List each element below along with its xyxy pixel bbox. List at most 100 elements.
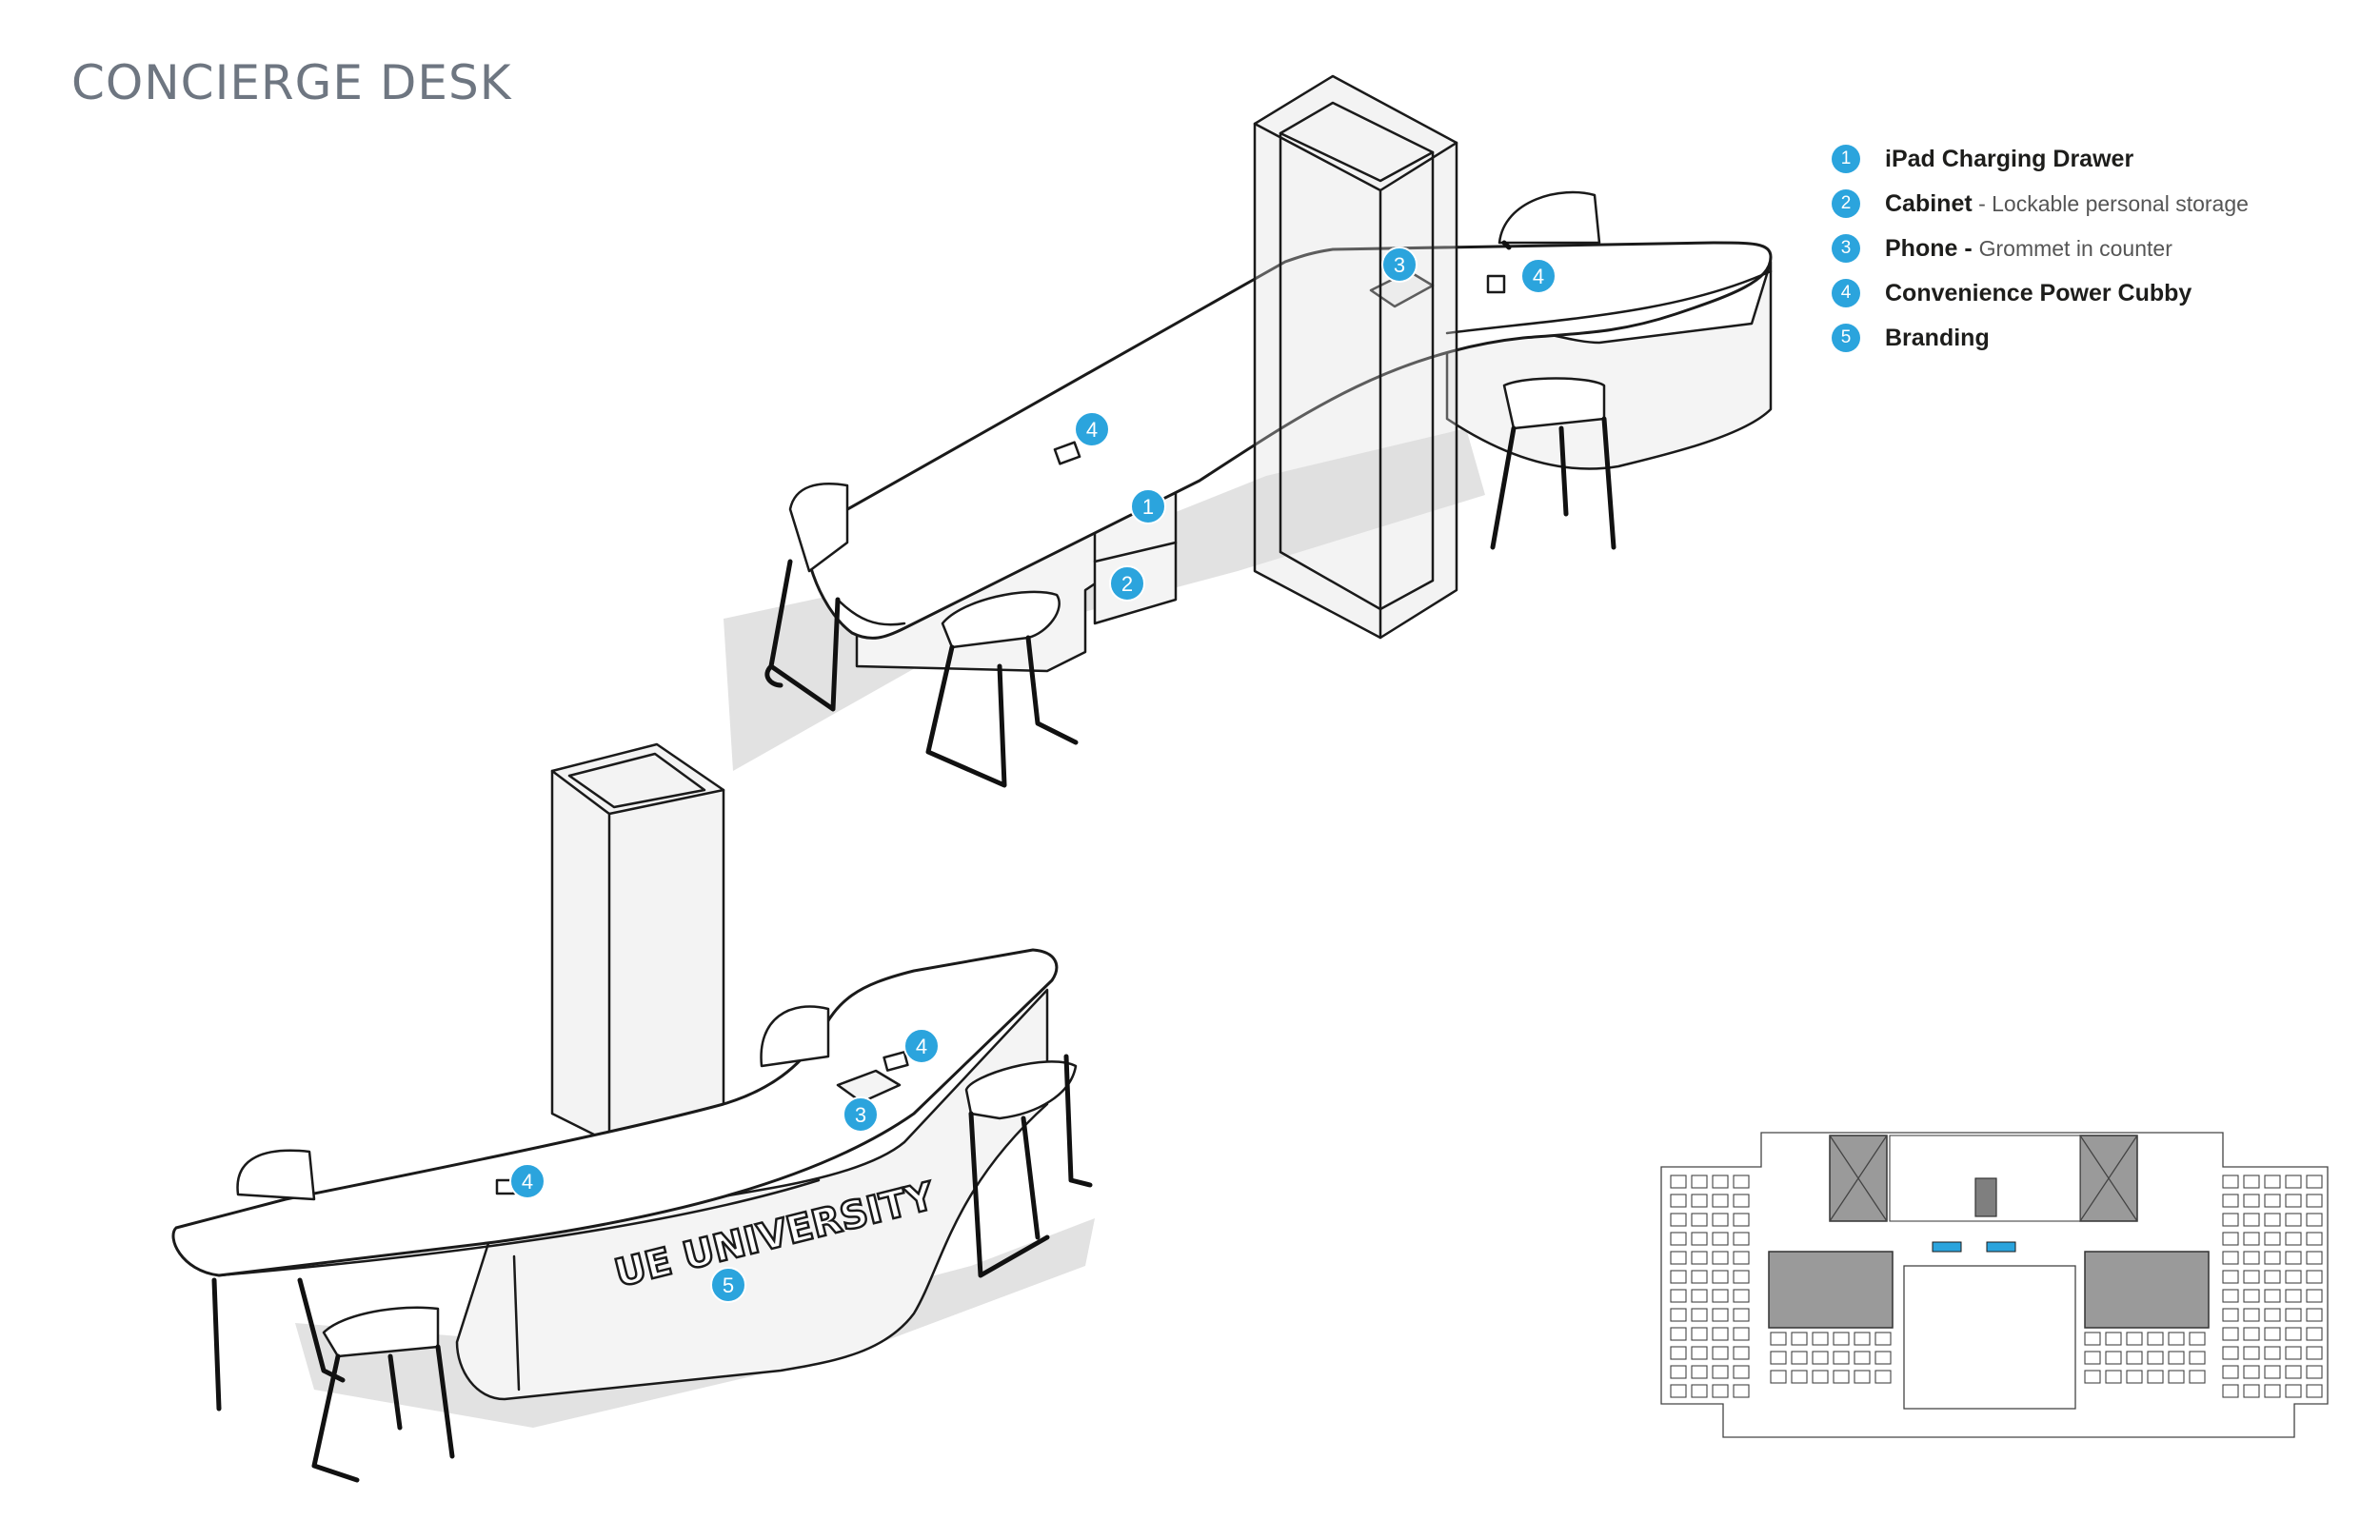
floor-plan-workstation <box>2222 1289 2239 1303</box>
svg-text:4: 4 <box>916 1035 927 1058</box>
legend-number-badge: 5 <box>1832 324 1860 352</box>
callout-upper-3: 3 <box>1381 247 1418 283</box>
svg-text:3: 3 <box>855 1103 866 1127</box>
legend-description: - Lockable personal storage <box>1972 191 2249 216</box>
floor-plan-workstation <box>1791 1351 1808 1365</box>
floor-plan-workstation <box>2243 1384 2260 1398</box>
floor-plan-workstation <box>1691 1213 1708 1227</box>
floor-plan-workstation <box>1691 1194 1708 1208</box>
floor-plan-workstation <box>1833 1370 1850 1384</box>
floor-plan-workstation <box>1712 1384 1729 1398</box>
floor-plan-workstation <box>1833 1332 1850 1346</box>
floor-plan-workstation <box>1733 1270 1750 1284</box>
callout-lower-4a: 4 <box>903 1028 940 1064</box>
floor-plan-workstation <box>2168 1370 2185 1384</box>
floor-plan-workstation <box>2285 1384 2302 1398</box>
legend-number-badge: 4 <box>1832 279 1860 307</box>
floor-plan-workstation <box>1670 1289 1687 1303</box>
floor-plan-workstation <box>1712 1308 1729 1322</box>
floor-plan-workstation <box>2189 1370 2206 1384</box>
floor-plan-workstation <box>1770 1370 1787 1384</box>
floor-plan-workstation <box>2243 1308 2260 1322</box>
floor-plan-workstation <box>2285 1251 2302 1265</box>
svg-text:2: 2 <box>1121 572 1133 596</box>
floor-plan-workstation <box>1691 1289 1708 1303</box>
floor-plan-workstation <box>2222 1251 2239 1265</box>
floor-plan-workstation <box>2222 1175 2239 1189</box>
floor-plan-workstation <box>2264 1213 2281 1227</box>
legend-label: Convenience Power Cubby <box>1885 280 2192 306</box>
floor-plan-workstation <box>2222 1270 2239 1284</box>
floor-plan-workstation <box>2147 1351 2164 1365</box>
floor-plan-workstation <box>2285 1365 2302 1379</box>
upper-chair-left <box>764 483 849 712</box>
floor-plan-workstation <box>2285 1270 2302 1284</box>
floor-plan-workstation <box>2222 1308 2239 1322</box>
floor-plan-workstation <box>1670 1251 1687 1265</box>
floor-plan-workstation <box>1670 1308 1687 1322</box>
floor-plan-workstation <box>2264 1194 2281 1208</box>
floor-plan-workstation <box>2222 1232 2239 1246</box>
floor-plan-workstation <box>2264 1327 2281 1341</box>
legend-item-ipad-charging-drawer: 1 iPad Charging Drawer <box>1832 143 2365 181</box>
floor-plan-workstation <box>2306 1251 2323 1265</box>
lower-chair-front <box>311 1306 455 1483</box>
svg-text:5: 5 <box>723 1273 734 1297</box>
floor-plan-workstation <box>1854 1332 1871 1346</box>
legend-item-cabinet: 2 Cabinet - Lockable personal storage <box>1832 188 2365 226</box>
floor-plan-workstation <box>2306 1175 2323 1189</box>
floor-plan-workstation <box>1712 1251 1729 1265</box>
callout-upper-4b: 4 <box>1520 258 1557 294</box>
floor-plan-workstation <box>1812 1351 1829 1365</box>
floor-plan-workstation <box>1733 1327 1750 1341</box>
floor-plan-workstation <box>1712 1175 1729 1189</box>
floor-plan-workstation <box>1691 1346 1708 1360</box>
floor-plan-workstation <box>1733 1251 1750 1265</box>
floor-plan-workstation <box>2264 1365 2281 1379</box>
floor-plan-workstation <box>1670 1175 1687 1189</box>
floor-plan-workstation <box>2264 1232 2281 1246</box>
floor-plan-workstation <box>1733 1346 1750 1360</box>
upper-desk-counter-top <box>805 241 1773 640</box>
floor-plan-workstation <box>1874 1332 1892 1346</box>
lower-chair-right <box>964 1054 1093 1278</box>
svg-text:1: 1 <box>1142 495 1154 519</box>
floor-plan-workstation <box>2168 1351 2185 1365</box>
lower-desk: UE UNIVERSITY <box>171 742 1095 1483</box>
floor-plan-workstation <box>2105 1370 2122 1384</box>
floor-plan-workstation <box>2243 1289 2260 1303</box>
floor-plan-workstation <box>1712 1346 1729 1360</box>
floor-plan-workstation <box>2264 1384 2281 1398</box>
floor-plan-workstation <box>2168 1332 2185 1346</box>
floor-plan-workstation <box>2306 1346 2323 1360</box>
floor-plan-workstation <box>1712 1327 1729 1341</box>
floor-plan-workstation <box>2285 1289 2302 1303</box>
legend-number-badge: 2 <box>1832 189 1860 218</box>
floor-plan-workstation <box>1670 1232 1687 1246</box>
svg-text:3: 3 <box>1394 253 1405 277</box>
floor-plan-workstation <box>1791 1370 1808 1384</box>
floor-plan-workstation <box>1712 1365 1729 1379</box>
floor-plan-workstation <box>2189 1351 2206 1365</box>
floor-plan-workstation <box>1733 1232 1750 1246</box>
floor-plan-workstation <box>1670 1384 1687 1398</box>
lower-phone-icon <box>836 1069 902 1104</box>
floor-plan-workstation <box>1874 1351 1892 1365</box>
floor-plan-workstation <box>2243 1365 2260 1379</box>
callout-upper-2: 2 <box>1109 565 1145 602</box>
floor-plan-workstation <box>2285 1175 2302 1189</box>
floor-plan-workstation <box>2147 1332 2164 1346</box>
floor-plan-workstation <box>2126 1332 2143 1346</box>
floor-plan-workstation <box>2264 1270 2281 1284</box>
floor-plan-workstation <box>2306 1270 2323 1284</box>
upper-column <box>1253 74 1458 640</box>
lower-chair-back-right <box>760 1005 830 1068</box>
floor-plan-workstation <box>2126 1370 2143 1384</box>
floor-plan-workstation <box>2222 1213 2239 1227</box>
floor-plan-workstation <box>2306 1365 2323 1379</box>
floor-plan-workstation <box>1854 1370 1871 1384</box>
svg-text:4: 4 <box>1533 265 1544 288</box>
floor-plan-workstation <box>2285 1232 2302 1246</box>
floor-plan-workstation <box>2264 1175 2281 1189</box>
